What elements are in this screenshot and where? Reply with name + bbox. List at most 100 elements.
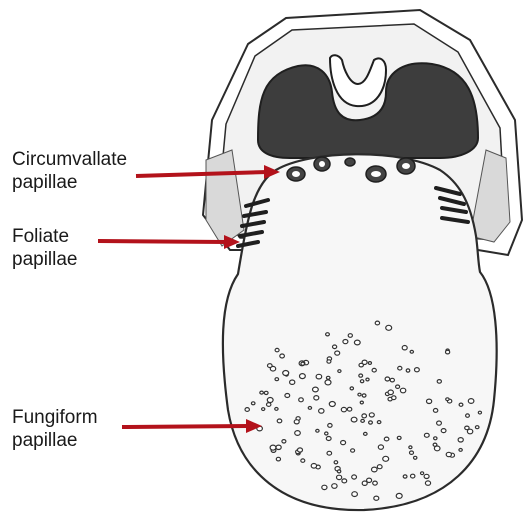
fungiform-papilla-dot: [374, 496, 379, 500]
fungiform-papilla-dot: [352, 492, 358, 497]
fungiform-papilla-dot: [360, 401, 363, 404]
fungiform-papilla-dot: [369, 421, 373, 424]
fungiform-papilla-dot: [300, 374, 306, 379]
fungiform-papilla-dot: [377, 465, 382, 469]
fungiform-papilla-dot: [342, 479, 347, 483]
fungiform-papilla-dot: [314, 396, 319, 400]
fungiform-papilla-dot: [410, 451, 414, 454]
fungiform-label-line2: papillae: [12, 429, 98, 452]
fungiform-papilla-dot: [329, 402, 335, 407]
fungiform-papilla-dot: [367, 478, 372, 482]
fungiform-papilla-dot: [290, 380, 295, 384]
fungiform-papilla-dot: [410, 350, 413, 353]
fungiform-papilla-dot: [327, 451, 332, 455]
fungiform-papilla-dot: [409, 446, 412, 449]
tongue-body: [223, 154, 497, 510]
fungiform-papilla-dot: [328, 424, 332, 428]
fungiform-papilla-dot: [251, 402, 255, 405]
fungiform-papilla-dot: [441, 429, 446, 433]
fungiform-papilla-dot: [362, 414, 367, 418]
foliate-arrow: [98, 241, 226, 242]
fungiform-papilla-dot: [468, 399, 474, 404]
fungiform-papilla-dot: [326, 333, 330, 336]
fungiform-papilla-dot: [267, 398, 273, 403]
fungiform-papilla-dot: [364, 432, 368, 435]
fungiform-papilla-dot: [341, 441, 346, 445]
fungiform-papilla-dot: [458, 438, 463, 442]
fungiform-papilla-dot: [343, 340, 348, 344]
circumvallate-label: Circumvallate papillae: [12, 148, 127, 194]
fungiform-papilla-dot: [295, 431, 301, 436]
fungiform-papilla-dot: [424, 474, 429, 478]
fungiform-papilla-dot: [301, 362, 305, 365]
fungiform-papilla-dot: [313, 387, 319, 392]
fungiform-papilla-dot: [467, 429, 472, 434]
fungiform-papilla-dot: [351, 449, 355, 452]
fungiform-label: Fungiform papillae: [12, 406, 98, 452]
fungiform-papilla-dot: [275, 348, 279, 351]
fungiform-papilla-dot: [294, 420, 299, 424]
foliate-label-line1: Foliate: [12, 225, 78, 248]
fungiform-papilla-dot: [372, 368, 376, 372]
fungiform-papilla-dot: [424, 433, 429, 437]
fungiform-papilla-dot: [446, 452, 451, 456]
fungiform-papilla-dot: [358, 393, 361, 396]
fungiform-papilla-dot: [276, 445, 281, 449]
fungiform-papilla-dot: [392, 396, 396, 400]
circumvallate-papilla: [345, 158, 355, 166]
fungiform-papilla-dot: [396, 385, 400, 388]
fungiform-papilla-dot: [414, 456, 417, 459]
fungiform-papilla-dot: [383, 456, 389, 461]
fungiform-papilla-dot: [298, 448, 303, 452]
fungiform-papilla-dot: [425, 481, 430, 485]
fungiform-papilla-dot: [260, 391, 264, 394]
fungiform-papilla-dot: [333, 345, 337, 349]
fungiform-papilla-dot: [299, 398, 304, 402]
fungiform-papilla-dot: [403, 475, 407, 478]
fungiform-papilla-dot: [415, 368, 420, 372]
fungiform-papilla-dot: [446, 398, 449, 401]
fungiform-papilla-dot: [359, 374, 363, 377]
fungiform-papilla-dot: [338, 370, 341, 373]
fungiform-papilla-dot: [268, 364, 273, 368]
fungiform-papilla-dot: [348, 334, 352, 338]
fungiform-papilla-dot: [396, 493, 402, 498]
fungiform-papilla-dot: [433, 409, 437, 413]
fungiform-papilla-dot: [354, 340, 360, 345]
fungiform-papilla-dot: [466, 414, 470, 417]
fungiform-papilla-dot: [475, 426, 479, 429]
fungiform-label-line1: Fungiform: [12, 406, 98, 429]
fungiform-papilla-dot: [326, 437, 331, 441]
fungiform-papilla-dot: [322, 485, 327, 489]
fungiform-papilla-dot: [332, 484, 337, 489]
fungiform-papilla-dot: [277, 419, 282, 423]
fungiform-papilla-dot: [406, 369, 410, 372]
circumvallate-label-line1: Circumvallate: [12, 148, 127, 171]
fungiform-papilla-dot: [362, 394, 366, 397]
fungiform-papilla-dot: [361, 419, 365, 422]
fungiform-papilla-dot: [388, 390, 393, 395]
circumvallate-label-line2: papillae: [12, 171, 127, 194]
fungiform-papilla-dot: [341, 407, 346, 411]
fungiform-papilla-dot: [368, 362, 371, 365]
fungiform-papilla-dot: [325, 432, 328, 435]
fungiform-papilla-dot: [283, 371, 289, 376]
fungiform-papilla-dot: [347, 407, 351, 411]
fungiform-papilla-dot: [316, 374, 322, 379]
fungiform-papilla-dot: [390, 378, 394, 382]
fungiform-papilla-dot: [337, 475, 342, 479]
fungiform-papilla-dot: [319, 409, 324, 414]
fungiform-papilla-dot: [398, 366, 402, 370]
fungiform-papilla-dot: [402, 346, 407, 350]
fungiform-papilla-dot: [280, 354, 285, 358]
fungiform-papilla-dot: [326, 376, 330, 379]
fungiform-papilla-dot: [285, 394, 290, 398]
fungiform-papilla-dot: [386, 325, 392, 330]
fungiform-papilla-dot: [335, 351, 340, 355]
fungiform-papilla-dot: [308, 407, 311, 410]
fungiform-papilla-dot: [384, 437, 389, 441]
fungiform-papilla-dot: [262, 408, 265, 411]
fungiform-papilla-dot: [411, 474, 415, 478]
fungiform-papilla-dot: [267, 403, 271, 407]
fungiform-papilla-dot: [270, 445, 276, 450]
